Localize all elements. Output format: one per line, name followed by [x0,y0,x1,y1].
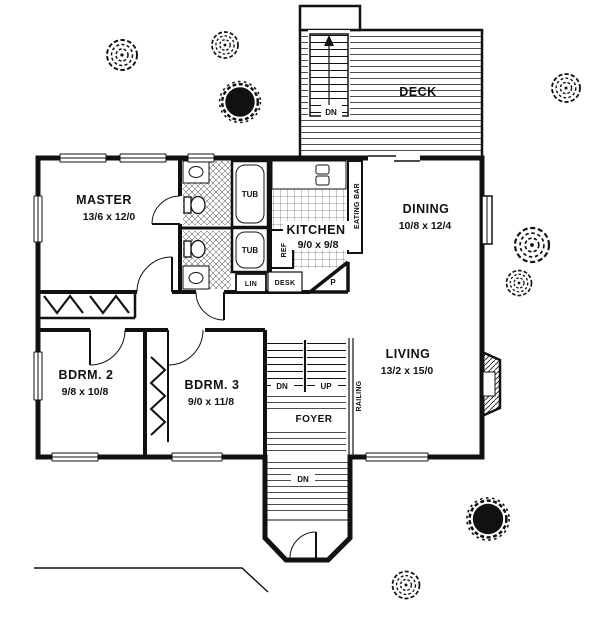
vanity-sink-icon [182,265,210,290]
room-labels: MASTER 13/6 x 12/0 KITCHEN 9/0 x 9/8 DIN… [59,193,452,408]
stair-railing [348,338,354,457]
windows [33,153,493,462]
bdrm3-closet-rod [149,356,167,436]
deck-stairs-dn-label: DN [325,108,337,117]
living-dims: 13/2 x 15/0 [381,365,434,377]
refrigerator-label: REF [281,242,288,257]
window-bay-dining [481,195,493,245]
tree-scribble-icon [211,31,239,59]
vanity-sink-icon [182,160,210,184]
bdrm3-dims: 9/0 x 11/8 [188,396,234,408]
master-dims: 13/6 x 12/0 [83,211,136,223]
eating-bar-counter [347,160,363,254]
dining-label: DINING [403,202,450,216]
master-label: MASTER [76,193,132,207]
window [33,195,43,243]
foyer-dn-label: DN [276,382,288,391]
arrow-head-icon [324,35,334,46]
bdrm2-dims: 9/8 x 10/8 [62,386,109,398]
tub-upper-label: TUB [242,190,259,199]
tree-scribble-icon [391,570,421,600]
bath-fixtures [182,159,270,293]
kitchen-counter [271,160,347,190]
deck-stairs: DN [309,33,349,118]
window [33,351,43,401]
bdrm3-label: BDRM. 3 [185,378,240,392]
window [51,452,99,462]
kitchen-fixtures [267,160,363,293]
kitchen-dims: 9/0 x 9/8 [298,239,339,251]
window [59,153,107,163]
foyer-label: FOYER [296,414,333,425]
fixture-labels: TUB TUB LIN DESK REF P EATING BAR RAILIN… [242,183,363,411]
tree-scribble-icon [106,39,138,71]
doors [89,195,317,559]
toilet-icon [183,195,206,215]
window [171,452,223,462]
tub-lower-label: TUB [242,246,259,255]
linen-closet [235,273,267,293]
master-closet-rod [89,294,130,315]
tree-dark-icon [465,496,511,542]
window [119,153,167,163]
walkway-edge [34,567,269,593]
window [187,153,215,163]
tree-dark-icon [218,80,262,124]
linen-label: LIN [245,281,257,288]
railing-label: RAILING [356,380,363,411]
tree-scribble-icon [551,73,581,103]
foyer-up-label: UP [320,382,332,391]
desk-label: DESK [275,280,296,287]
tree-scribble-icon [513,226,551,264]
deck-area: DN DECK [298,4,484,160]
dining-dims: 10/8 x 12/4 [399,220,452,232]
foyer-stairs: DN UP FOYER [267,338,354,457]
eating-bar-label: EATING BAR [354,183,361,229]
kitchen-label: KITCHEN [286,223,345,237]
entry-dn-label: DN [297,475,309,484]
window [365,452,429,462]
bdrm2-label: BDRM. 2 [59,368,114,382]
sliding-door-to-deck [368,154,420,162]
pantry-label: P [330,278,336,287]
entry-stairs: DN [265,460,350,521]
fireplace-bay [480,350,502,418]
master-closet-rod [43,294,84,315]
tree-scribble-icon [505,269,533,297]
toilet-icon [183,239,206,259]
closets [43,294,167,436]
deck-landing [298,4,362,32]
deck-label: DECK [399,85,436,99]
kitchen-sink-icon [315,164,330,186]
living-label: LIVING [386,347,431,361]
desk-counter [267,271,303,293]
